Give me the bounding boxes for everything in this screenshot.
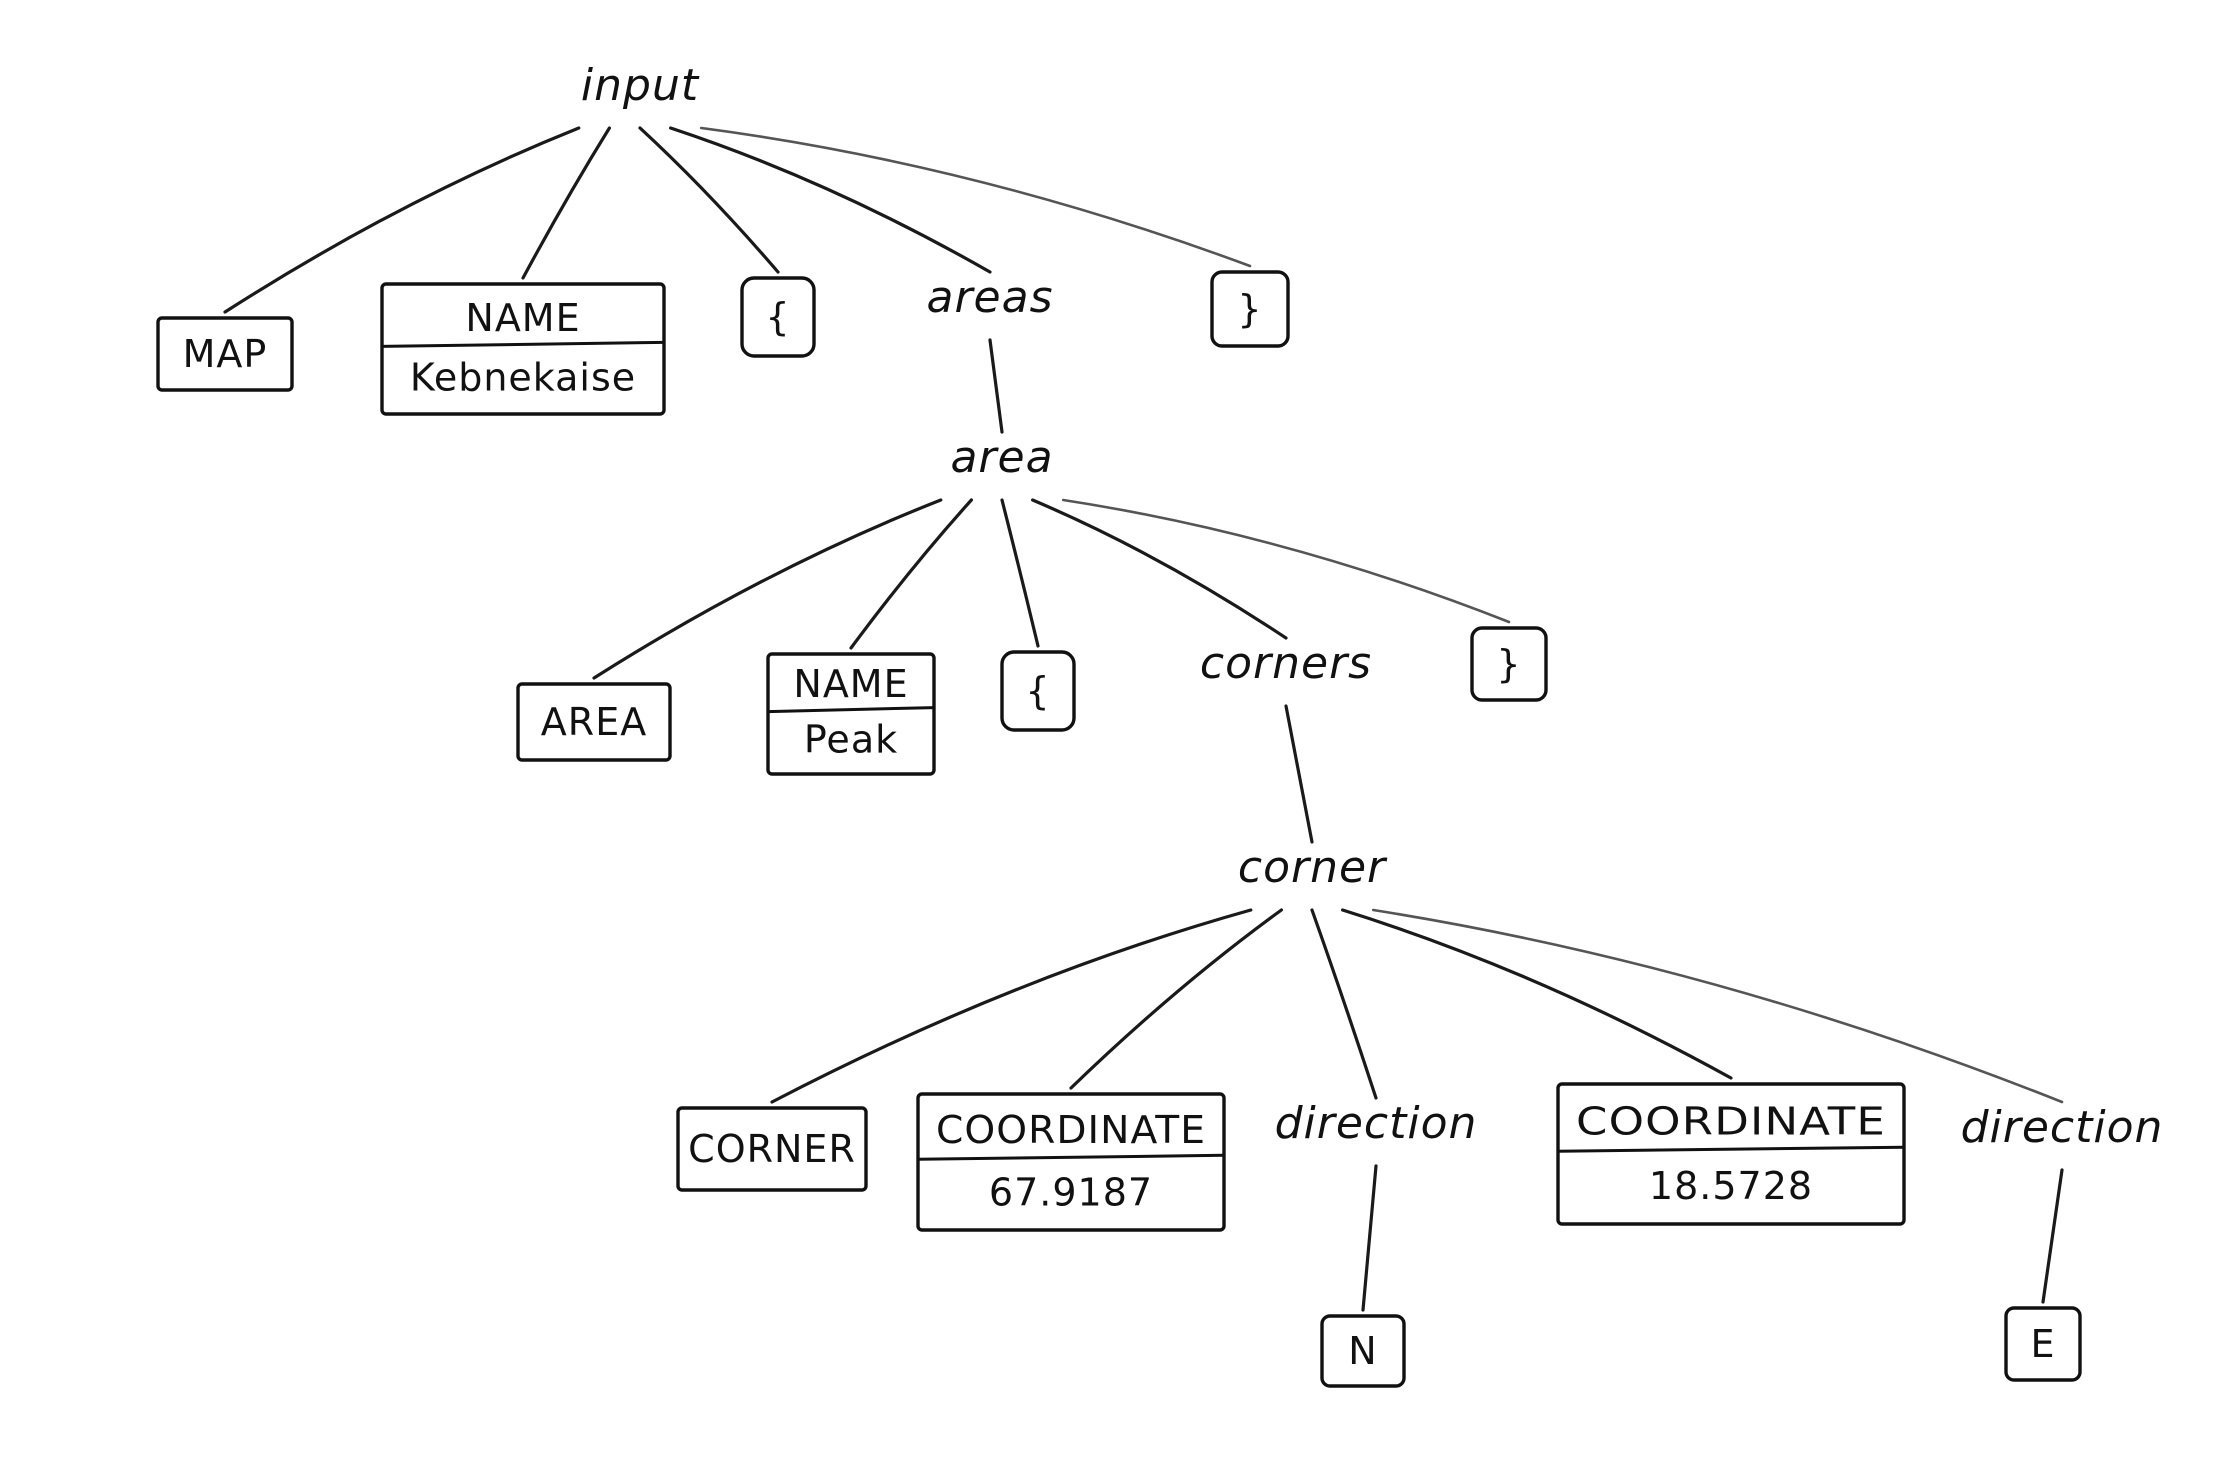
token-box <box>516 682 672 762</box>
node-dir1: direction <box>1275 1098 1478 1149</box>
nonterminal-label: corners <box>1200 638 1372 689</box>
nonterminal-label: corner <box>1238 842 1388 893</box>
token-label: E <box>2030 1322 2055 1366</box>
tree-edges <box>223 126 2064 1312</box>
token-box <box>740 276 816 358</box>
node-area: area <box>950 432 1053 483</box>
node-lbrace1: { <box>740 276 816 358</box>
node-east: E <box>2004 1306 2082 1382</box>
token-box <box>1556 1082 1906 1226</box>
node-map: MAP <box>156 316 294 392</box>
token-type-label: NAME <box>465 296 580 340</box>
token-label: CORNER <box>688 1127 856 1171</box>
token-type-label: NAME <box>793 662 908 706</box>
edge-area-to-areatok <box>592 498 943 680</box>
edge-input-to-map <box>223 126 581 314</box>
edge-input-to-areas <box>669 126 992 274</box>
token-label: { <box>765 295 790 339</box>
node-coord2: COORDINATE 18.5728 <box>1556 1082 1906 1226</box>
node-coord1: COORDINATE 67.9187 <box>916 1092 1226 1232</box>
token-box <box>1000 650 1076 732</box>
node-areatok: AREA <box>516 682 672 762</box>
token-box <box>380 282 666 416</box>
token-label: MAP <box>183 332 268 376</box>
node-input: input <box>581 60 700 111</box>
node-corner: corner <box>1238 842 1388 893</box>
node-lbrace2: { <box>1000 650 1076 732</box>
token-label: } <box>1496 642 1521 686</box>
token-box <box>676 1106 868 1192</box>
token-value-label: Kebnekaise <box>410 356 636 400</box>
token-divider <box>381 340 665 348</box>
node-areas: areas <box>926 272 1053 323</box>
edge-corner-to-coord2 <box>1341 908 1733 1080</box>
node-name2: NAME Peak <box>766 652 936 776</box>
nonterminal-label: input <box>581 60 700 111</box>
node-name1: NAME Kebnekaise <box>380 282 666 416</box>
token-box <box>1320 1314 1406 1388</box>
node-rbrace2: } <box>1470 626 1548 702</box>
node-rbrace1: } <box>1210 270 1290 348</box>
node-north: N <box>1320 1314 1406 1388</box>
node-cornertok: CORNER <box>676 1106 868 1192</box>
edge-dir1-to-north <box>1361 1164 1378 1312</box>
edge-input-to-name1 <box>521 126 611 280</box>
token-divider <box>917 1153 1225 1161</box>
token-label: } <box>1237 287 1262 331</box>
edge-corner-to-cornertok <box>770 908 1253 1104</box>
token-box <box>156 316 294 392</box>
edge-area-to-lbrace2 <box>1000 498 1040 648</box>
edge-corner-to-coord1 <box>1069 908 1283 1090</box>
token-divider <box>1557 1145 1905 1153</box>
edge-area-to-rbrace2 <box>1061 498 1511 624</box>
edge-input-to-lbrace1 <box>638 126 780 274</box>
edge-areas-to-area <box>988 338 1004 434</box>
token-box <box>1210 270 1290 348</box>
nonterminal-label: direction <box>1275 1098 1478 1149</box>
nonterminal-label: area <box>950 432 1053 483</box>
node-dir2: direction <box>1961 1102 2164 1153</box>
token-value-label: 18.5728 <box>1649 1164 1813 1208</box>
token-label: { <box>1025 669 1050 713</box>
token-label: N <box>1348 1329 1377 1373</box>
token-type-label: COORDINATE <box>1576 1099 1886 1143</box>
edge-area-to-name2 <box>849 498 973 650</box>
nonterminal-label: areas <box>926 272 1053 323</box>
edge-corner-to-dir1 <box>1310 908 1378 1100</box>
edge-area-to-corners <box>1031 498 1288 640</box>
edge-input-to-rbrace1 <box>699 126 1252 268</box>
token-divider <box>767 706 935 714</box>
token-type-label: COORDINATE <box>936 1108 1206 1152</box>
token-box <box>766 652 936 776</box>
token-box <box>1470 626 1548 702</box>
node-corners: corners <box>1200 638 1372 689</box>
token-value-label: 67.9187 <box>989 1171 1153 1215</box>
nonterminal-label: direction <box>1961 1102 2164 1153</box>
token-value-label: Peak <box>804 717 898 761</box>
edge-corner-to-dir2 <box>1371 908 2064 1104</box>
token-label: AREA <box>541 700 647 744</box>
token-box <box>916 1092 1226 1232</box>
edge-corners-to-corner <box>1284 704 1314 844</box>
token-box <box>2004 1306 2082 1382</box>
edge-dir2-to-east <box>2041 1168 2064 1304</box>
